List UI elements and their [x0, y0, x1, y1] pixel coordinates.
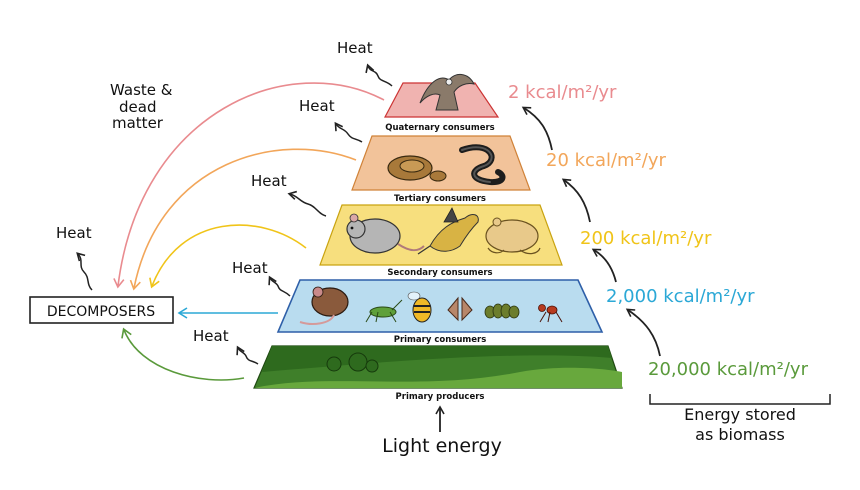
waste-label-line3: matter [112, 114, 164, 132]
tier-primary-consumers: Primary consumers [278, 280, 602, 345]
heat-label: Heat [251, 172, 287, 190]
heat-label: Heat [56, 224, 92, 242]
secondary-to-decomposers-arrow [152, 225, 306, 286]
heat-label: Heat [193, 327, 229, 345]
energy-primary-producers: 20,000 kcal/m²/yr [648, 359, 809, 380]
heat-squiggle [290, 194, 326, 216]
energy-arrow [524, 108, 552, 150]
tier-label-quaternary: Quaternary consumers [385, 123, 494, 133]
heat-squiggle [368, 66, 392, 86]
energy-secondary: 200 kcal/m²/yr [580, 228, 712, 249]
heat-producers: Heat [193, 327, 258, 364]
heat-label: Heat [337, 39, 373, 57]
heat-label: Heat [299, 97, 335, 115]
energy-quaternary: 2 kcal/m²/yr [508, 82, 617, 103]
tier-label-primary-consumers: Primary consumers [394, 335, 487, 345]
energy-tertiary: 20 kcal/m²/yr [546, 150, 667, 171]
biomass-label-line1: Energy stored [684, 405, 796, 424]
heat-primary-consumers: Heat [232, 259, 290, 296]
waste-label-line1: Waste & [110, 81, 173, 99]
heat-quaternary: Heat [337, 39, 392, 86]
energy-arrow [628, 310, 660, 356]
tier-secondary: Secondary consumers [320, 205, 562, 278]
heat-decomposers: Heat [56, 224, 92, 290]
decomposers-label: DECOMPOSERS [47, 304, 155, 320]
light-energy-label: Light energy [382, 435, 502, 457]
heat-label: Heat [232, 259, 268, 277]
tier-tertiary: Tertiary consumers [352, 136, 530, 204]
heat-squiggle [270, 278, 290, 296]
biomass-bracket [650, 394, 830, 404]
energy-arrow [594, 250, 616, 282]
heat-secondary: Heat [251, 172, 326, 216]
tier-primary-producers: Primary producers [254, 346, 622, 402]
heat-squiggle [238, 348, 258, 364]
caterpillar-icon [485, 304, 519, 318]
energy-primary-consumers: 2,000 kcal/m²/yr [606, 286, 755, 307]
heat-squiggle [78, 254, 92, 290]
tier-label-secondary: Secondary consumers [387, 268, 492, 278]
biomass-label-line2: as biomass [695, 425, 785, 444]
energy-arrow [564, 180, 590, 222]
tier-label-primary-producers: Primary producers [396, 392, 485, 402]
tier-label-tertiary: Tertiary consumers [394, 194, 486, 204]
heat-tertiary: Heat [299, 97, 362, 142]
heat-squiggle [336, 124, 362, 142]
tier-quaternary: Quaternary consumers [385, 74, 498, 133]
